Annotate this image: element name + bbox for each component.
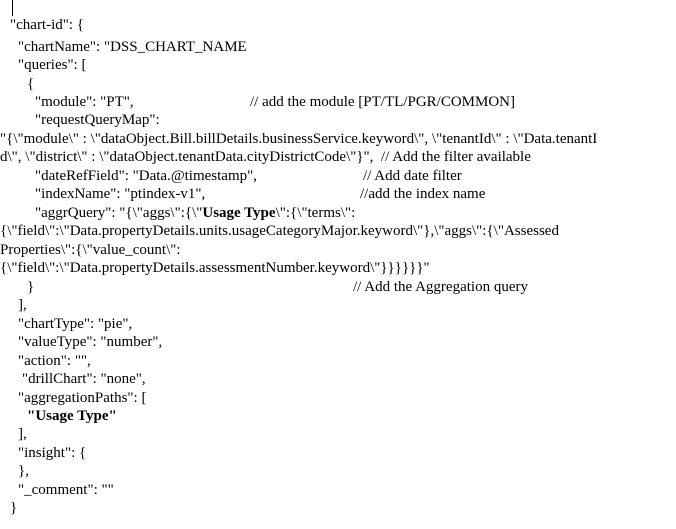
code-line: {	[27, 76, 35, 92]
code-bold-text: Usage Type"	[35, 408, 117, 424]
code-line: Properties\":{\"value_count\":	[0, 242, 181, 258]
code-line: ],	[18, 297, 27, 313]
code-line: "module": "PT",	[35, 94, 134, 110]
code-text: \":{\"terms\":	[275, 205, 356, 221]
code-line: "_comment": ""	[18, 482, 114, 498]
code-comment: // add the module [PT/TL/PGR/COMMON]	[250, 94, 515, 110]
code-line: {\"field\":\"Data.propertyDetails.assess…	[0, 260, 430, 276]
code-line: "requestQueryMap":	[35, 112, 160, 128]
code-line: }	[27, 279, 35, 295]
code-bold-text: Usage Type	[202, 205, 276, 221]
code-comment: // Add the Aggregation query	[353, 279, 528, 295]
code-line: "drillChart": "none",	[22, 371, 146, 387]
code-text: "aggrQuery": "{\"aggs\":{\"	[35, 205, 203, 221]
code-bold-text: "	[27, 408, 36, 424]
code-line: ],	[18, 426, 27, 442]
code-comment: // Add date filter	[363, 168, 462, 184]
code-line: "Usage Type"	[27, 407, 117, 425]
code-line: },	[18, 463, 29, 479]
code-comment: //add the index name	[360, 186, 486, 202]
code-line: "aggrQuery": "{\"aggs\":{\"Usage Type\":…	[35, 204, 355, 222]
code-line: "dateRefField": "Data.@timestamp",	[35, 168, 258, 184]
code-line: "valueType": "number",	[18, 334, 163, 350]
code-line: "chartName": "DSS_CHART_NAME	[18, 39, 247, 55]
code-line: d\", \"district\" : \"dataObject.tenantD…	[0, 149, 531, 165]
code-line: }	[10, 500, 18, 516]
code-line: "insight": {	[18, 445, 87, 461]
code-line: {\"field\":\"Data.propertyDetails.units.…	[0, 223, 559, 239]
code-line: "indexName": "ptindex-v1",	[35, 186, 206, 202]
code-line: "queries": [	[18, 57, 87, 73]
code-line: "action": "",	[18, 353, 91, 369]
code-line: "{\"module\" : \"dataObject.Bill.billDet…	[0, 131, 598, 147]
text-cursor	[12, 0, 13, 16]
code-line: "chart-id": {	[10, 17, 85, 33]
code-line: "aggregationPaths": [	[18, 390, 147, 406]
code-line: "chartType": "pie",	[18, 316, 133, 332]
